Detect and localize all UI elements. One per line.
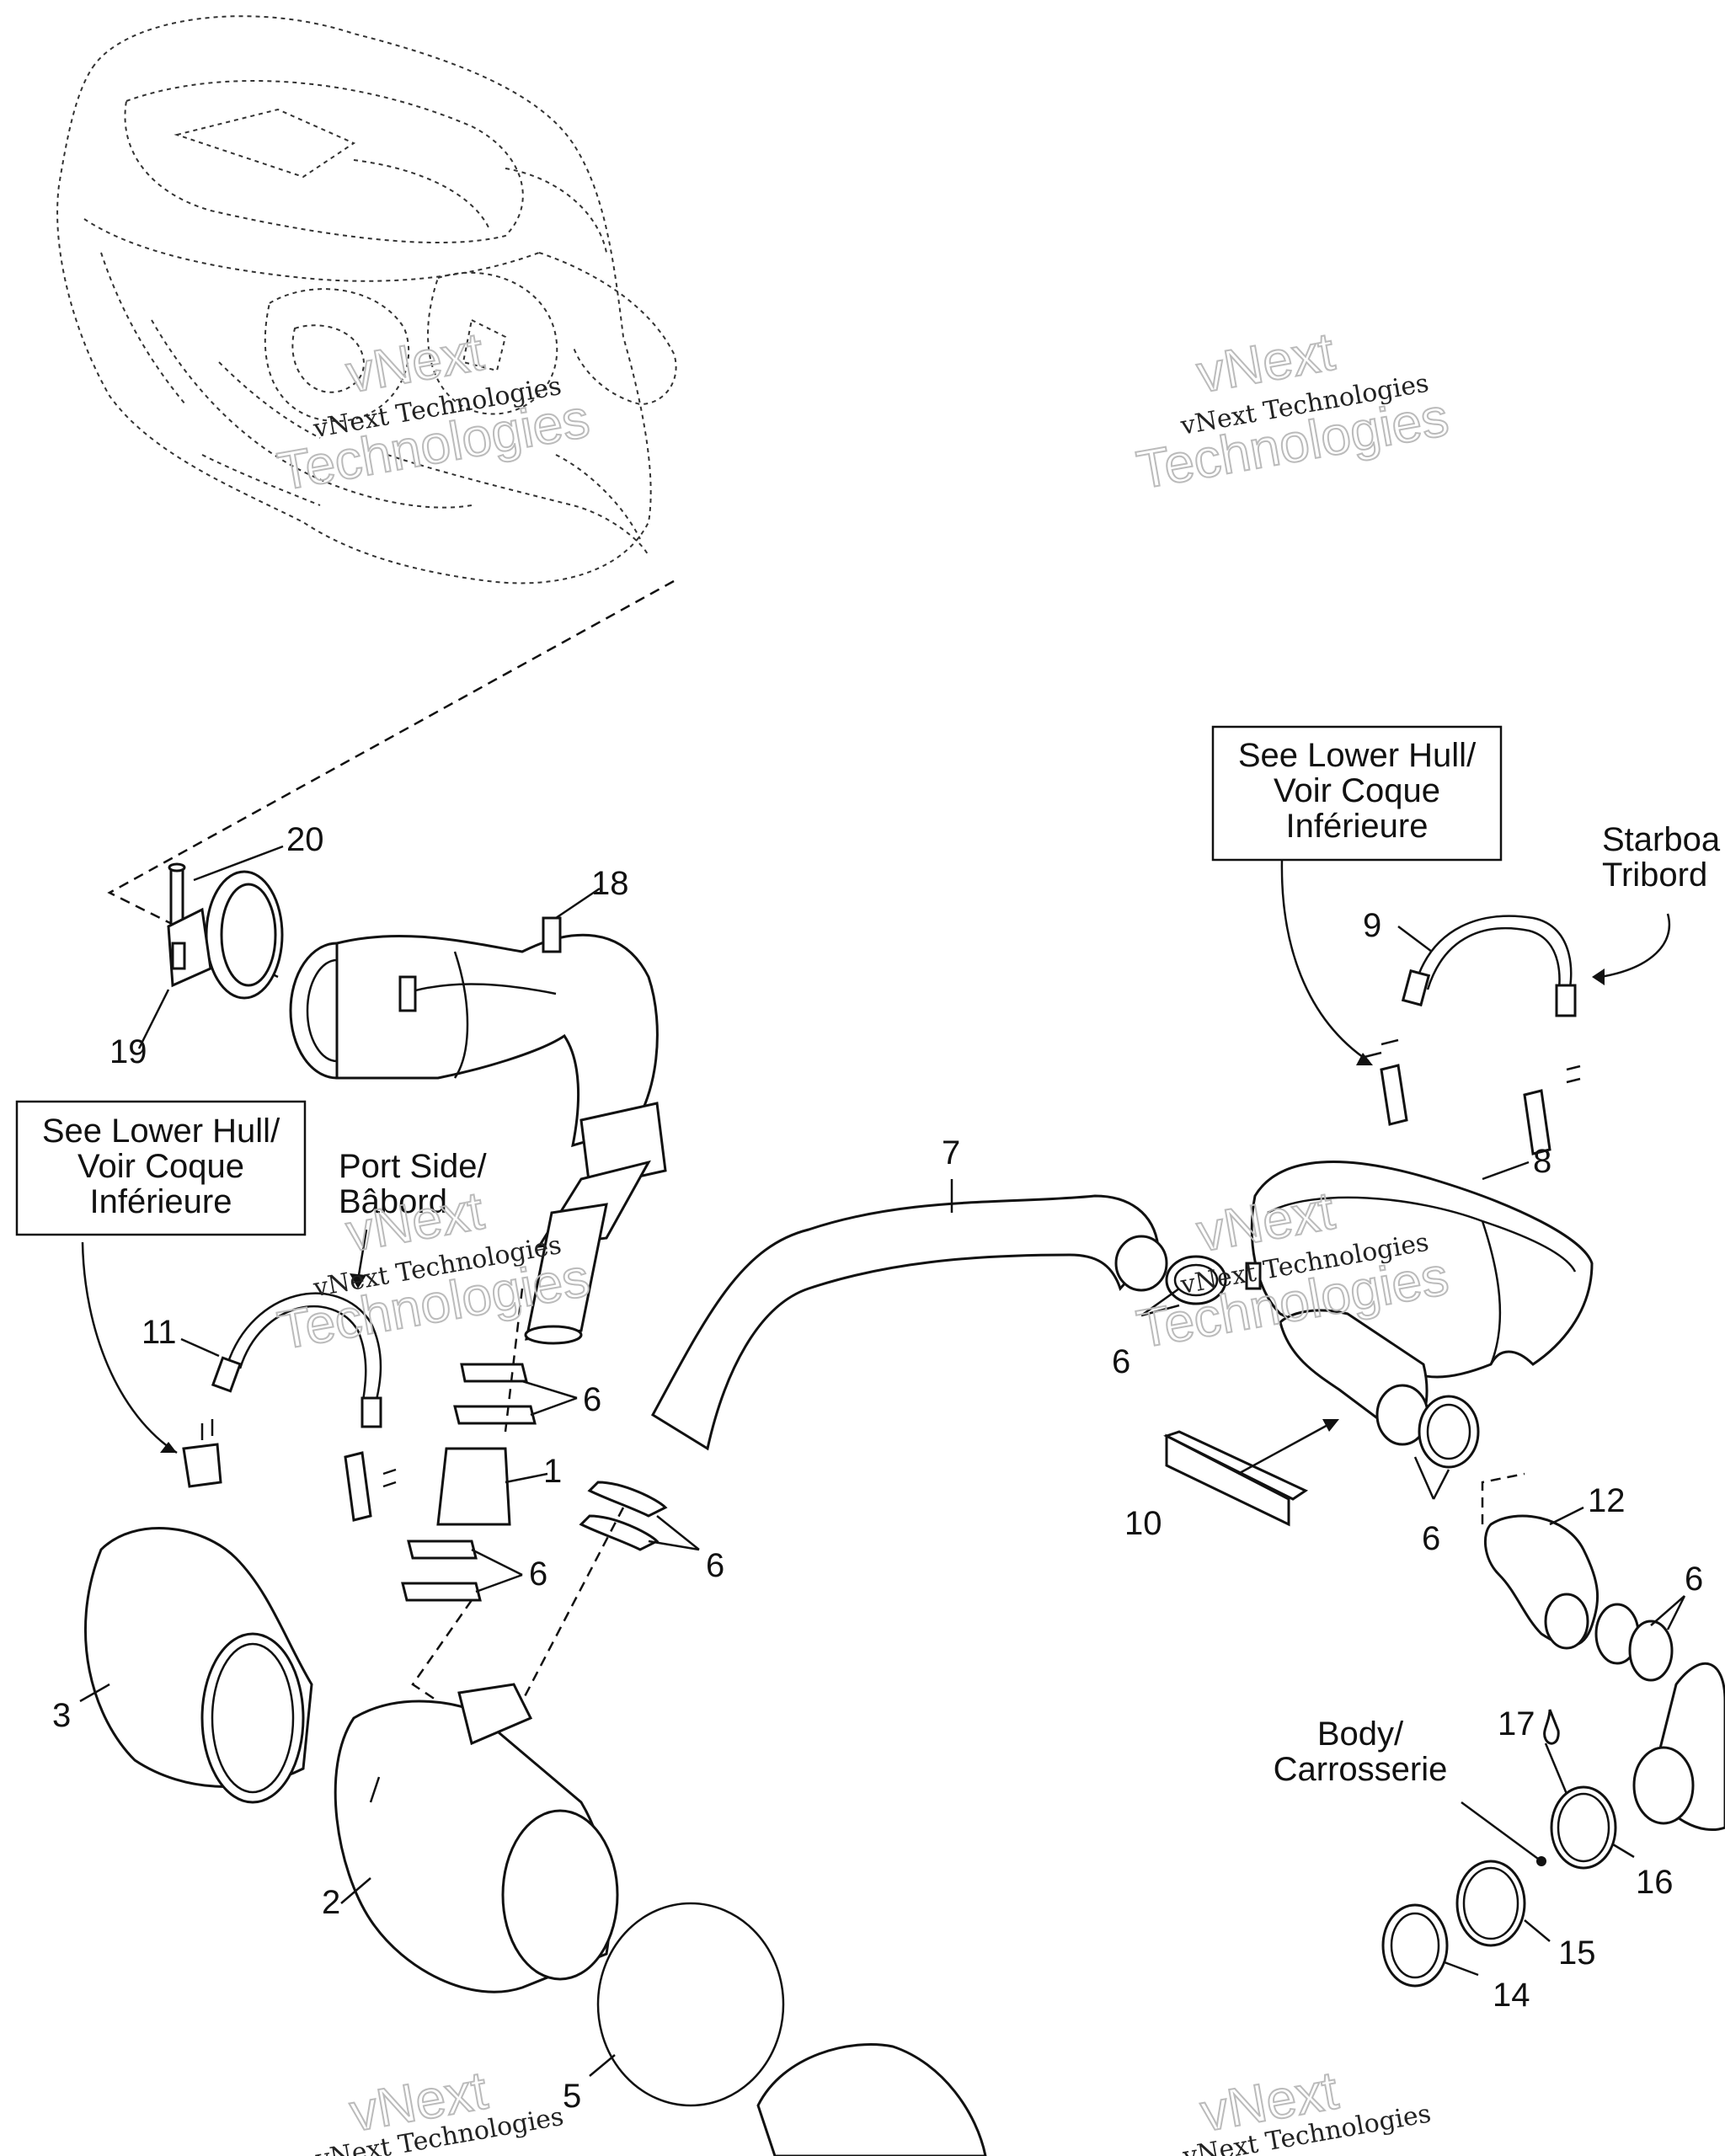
watermark-6: vNext vNext Technologies <box>1180 2058 1434 2156</box>
callout-20: 20 <box>286 821 324 858</box>
part-5-clamp <box>596 1902 785 2107</box>
watermark-1: vNext Technologies vNext Technologies <box>273 320 595 503</box>
note-body: Body/ Carrosserie <box>1274 1716 1448 1788</box>
leader-12-dash <box>1481 1472 1525 1524</box>
watermark-2: vNext Technologies vNext Technologies <box>1131 320 1453 501</box>
callout-11: 11 <box>142 1314 177 1351</box>
callout-6b: 6 <box>529 1556 547 1593</box>
callout-10: 10 <box>1124 1505 1162 1542</box>
callout-18: 18 <box>591 865 629 902</box>
callout-9: 9 <box>1363 907 1381 944</box>
note-lower-hull-left: See Lower Hull/ Voir Coque Inférieure <box>15 1100 307 1236</box>
svg-text:See Lower Hull/: See Lower Hull/ <box>1238 737 1477 774</box>
part-10-silencer-pipe <box>1279 1309 1480 1469</box>
part-9-strap <box>1401 915 1577 1017</box>
part-19-clamp <box>167 870 284 1000</box>
callout-19: 19 <box>109 1033 147 1070</box>
leader-starboard <box>1599 913 1670 979</box>
part-2-muffler <box>334 1683 619 1993</box>
part-6-clamps-12 <box>1594 1603 1674 1682</box>
leader-port-side <box>356 1229 368 1281</box>
part-6-clamps-right-center <box>579 1481 668 1551</box>
leader-lower-hull-left <box>81 1241 178 1454</box>
engine-outline <box>56 15 677 584</box>
leader-10 <box>1237 1422 1332 1476</box>
callout-2: 2 <box>322 1884 340 1921</box>
part-3-sleeve <box>84 1527 313 1804</box>
callout-leaders <box>79 845 1686 2077</box>
callout-3: 3 <box>52 1697 71 1734</box>
arrowhead <box>350 1273 366 1289</box>
callout-1: 1 <box>543 1453 562 1490</box>
leader-lower-hull-right <box>1280 858 1370 1063</box>
part-7-hose <box>651 1194 1168 1451</box>
callout-6a: 6 <box>583 1381 601 1418</box>
leader-body <box>1461 1801 1542 1863</box>
svg-text:Body/: Body/ <box>1317 1716 1404 1753</box>
leader-17 <box>1544 1742 1568 1795</box>
watermark-3: vNext Technologies vNext Technologies <box>273 1179 595 1362</box>
callout-numbers: 20 18 19 9 8 7 11 6 1 6 6 6 10 6 12 6 3 … <box>52 821 1703 2115</box>
leader-7-to-2 <box>521 1507 625 1702</box>
leader-18-to-2 <box>411 1288 524 1737</box>
part-12-hose <box>1483 1514 1599 1650</box>
svg-text:Carrosserie: Carrosserie <box>1274 1751 1448 1788</box>
watermark-5: vNext vNext Technologies <box>312 2058 566 2156</box>
part-6-clamps-muffler <box>1165 1255 1262 1305</box>
svg-text:Bâbord: Bâbord <box>339 1183 447 1220</box>
engine-connection-line <box>107 579 675 979</box>
svg-text:Inférieure: Inférieure <box>1286 808 1429 845</box>
callout-12: 12 <box>1588 1482 1626 1519</box>
part-1-sleeve <box>436 1447 511 1526</box>
arrowhead <box>1322 1419 1339 1432</box>
grease-icon <box>1543 1709 1560 1745</box>
svg-text:Port Side/: Port Side/ <box>339 1148 488 1185</box>
part-15-gasket <box>1455 1860 1526 1947</box>
note-port-side: Port Side/ Bâbord <box>339 1148 488 1220</box>
callout-5: 5 <box>563 2078 581 2115</box>
arrowhead <box>1592 969 1605 985</box>
callout-6d: 6 <box>1112 1343 1130 1380</box>
callout-8: 8 <box>1533 1143 1551 1180</box>
callout-6e: 6 <box>1422 1520 1440 1557</box>
svg-text:Tribord: Tribord <box>1602 857 1707 894</box>
callout-14: 14 <box>1493 1977 1530 2014</box>
callout-6c: 6 <box>706 1547 724 1584</box>
part-10-tube <box>1163 1430 1309 1527</box>
bracket-right <box>1364 1038 1581 1155</box>
svg-text:Starboa: Starboa <box>1602 821 1721 858</box>
outlet-pipe <box>756 2043 987 2156</box>
callout-7: 7 <box>942 1134 960 1171</box>
part-6-clamps-center <box>401 1363 537 1602</box>
svg-text:Inférieure: Inférieure <box>90 1183 232 1220</box>
part-11-strap <box>211 1292 382 1428</box>
part-18-exhaust-elbow <box>289 916 667 1345</box>
callout-6f: 6 <box>1685 1561 1703 1598</box>
svg-text:Voir Coque: Voir Coque <box>1274 772 1440 809</box>
note-lower-hull-right: See Lower Hull/ Voir Coque Inférieure <box>1211 725 1503 862</box>
bracket-left <box>182 1419 397 1522</box>
arrowhead <box>1356 1053 1373 1065</box>
callout-16: 16 <box>1636 1864 1674 1901</box>
note-starboard: Starboa Tribord <box>1602 821 1721 894</box>
arrowhead <box>160 1442 177 1453</box>
outlet-fitting <box>1632 1662 1725 1832</box>
svg-text:See Lower Hull/: See Lower Hull/ <box>42 1113 280 1150</box>
part-16-ring <box>1550 1785 1617 1870</box>
callout-15: 15 <box>1558 1935 1596 1972</box>
svg-text:Voir Coque: Voir Coque <box>77 1148 244 1185</box>
part-14-nut <box>1381 1903 1449 1988</box>
callout-17: 17 <box>1498 1705 1535 1742</box>
